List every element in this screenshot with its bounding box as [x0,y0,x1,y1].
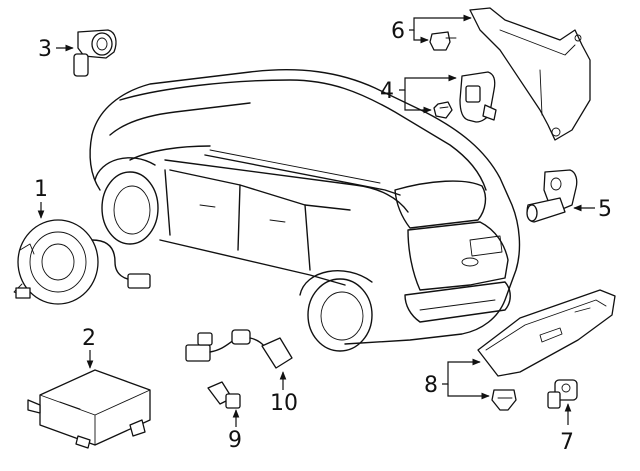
part-7-clip [547,379,578,409]
callout-9: 9 [228,428,242,453]
part-3-sensor [73,29,117,77]
vehicle-illustration [89,69,521,352]
part-9-fastener [207,381,241,409]
callout-2: 2 [82,326,96,351]
callout-3: 3 [38,37,52,62]
callout-8: 8 [424,373,438,398]
part-1-clock-spring [13,219,151,305]
part-4-sensor-assembly [433,71,497,123]
part-6-bracket [429,7,591,141]
callout-10: 10 [270,391,298,416]
part-5-sensor [526,169,578,223]
part-2-control-module [27,369,151,449]
callout-1: 1 [34,177,48,202]
callout-6: 6 [391,19,405,44]
leader-lines [37,14,595,427]
part-10-harness [185,329,293,369]
callout-4: 4 [380,79,394,104]
callout-5: 5 [598,197,612,222]
part-8-cover [477,289,616,411]
callout-7: 7 [560,430,574,455]
